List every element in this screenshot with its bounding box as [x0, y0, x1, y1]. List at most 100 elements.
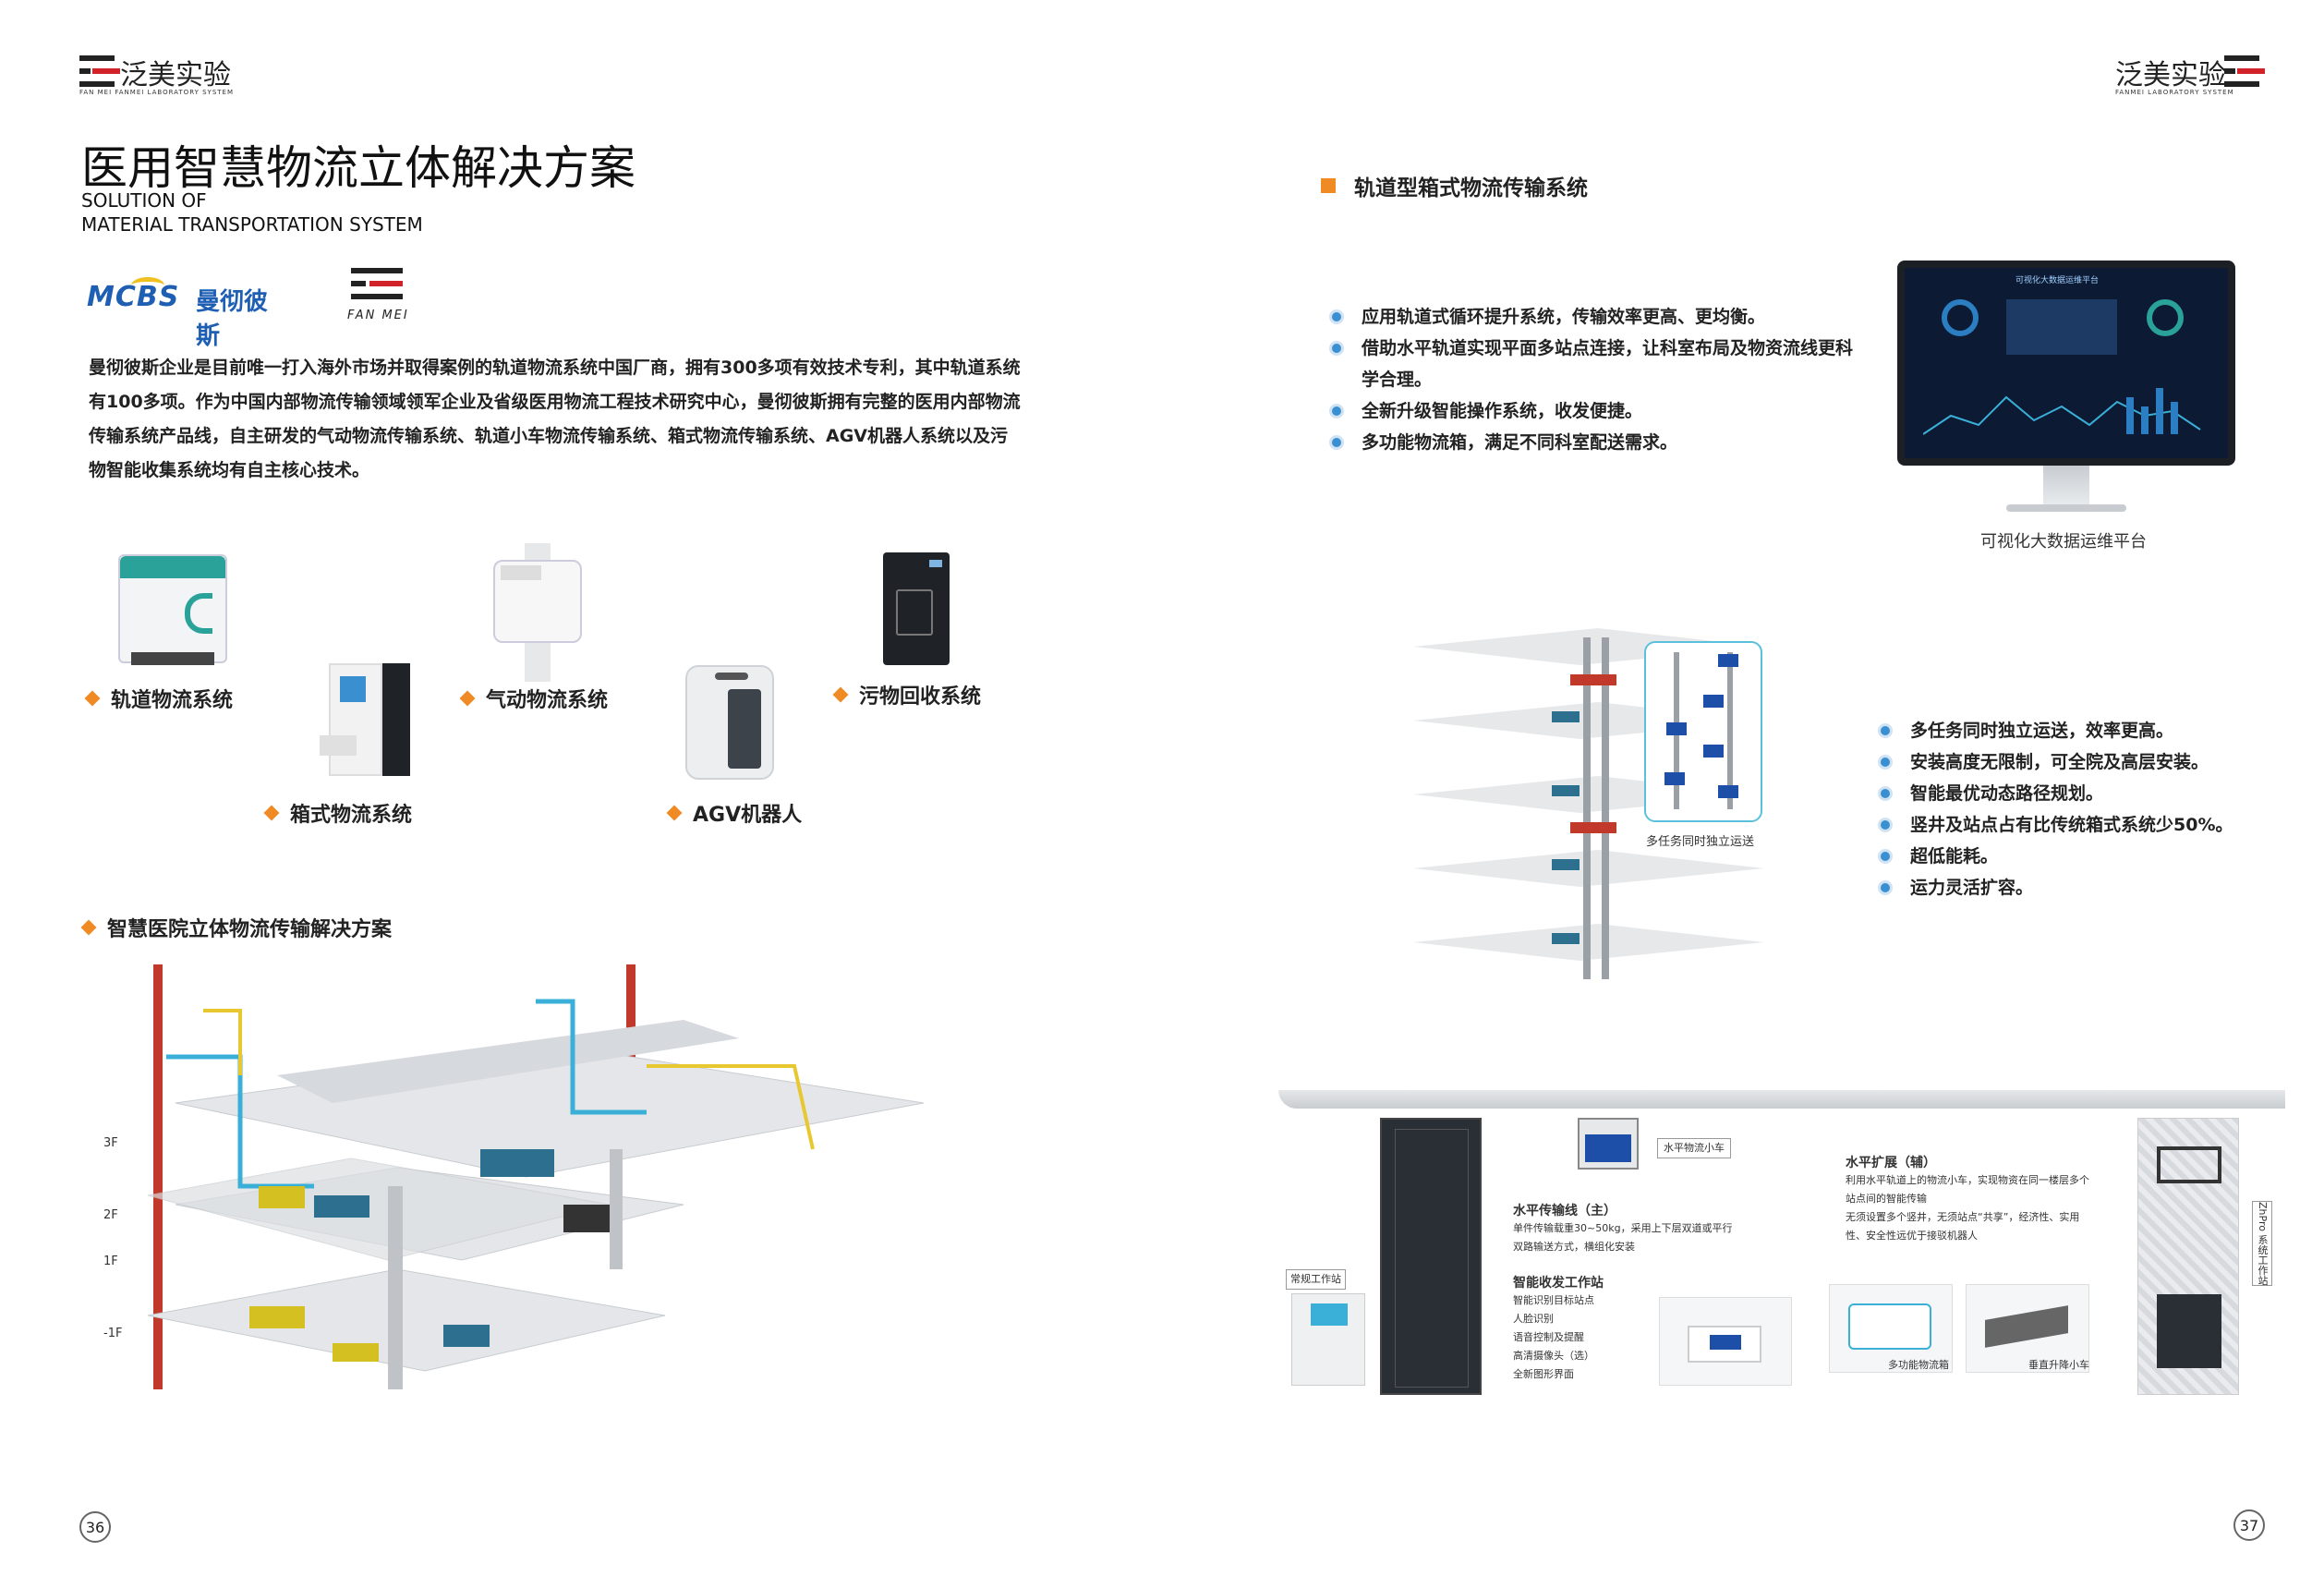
mcbs-logo-swoosh-icon [131, 277, 164, 294]
fanmei-logo-large: FAN MEI [345, 268, 410, 325]
diamond-icon [832, 686, 849, 703]
smart-station-block: 智能收发工作站 智能识别目标站点 人脸识别 语音控制及提醒 高清摄像头（选） 全… [1513, 1273, 1698, 1384]
lift-detail-svg [1664, 652, 1738, 809]
system-label-text: 气动物流系统 [486, 689, 609, 712]
floor-label-2f: 2F [103, 1208, 118, 1222]
left-brand: 泛美实验 FAN MEI FANMEI LABORATORY SYSTEM [79, 52, 283, 98]
diamond-icon [666, 805, 683, 821]
workstation-label: 常规工作站 [1286, 1269, 1346, 1290]
smart-station-item: 人脸识别 [1513, 1313, 1554, 1325]
lift-caption: 多任务同时独立运送 [1646, 835, 1755, 849]
system-label-box: 箱式物流系统 [263, 798, 413, 828]
system-label-text: 污物回收系统 [859, 685, 982, 709]
bullet-dot-icon [1332, 312, 1341, 321]
hospital-logistics-diagram: 3F 2F 1F -1F [92, 964, 925, 1482]
intro-line: 曼彻彼斯企业是目前唯一打入海外市场并取得案例的轨道物流系统中国厂商，拥有300多… [89, 358, 1021, 378]
section-title-text: 轨道型箱式物流传输系统 [1354, 176, 1588, 200]
bullet-dot-icon [1881, 883, 1890, 892]
diamond-icon [80, 919, 97, 936]
brand-name: 泛美实验 [120, 59, 231, 91]
horizontal-main-item: 单件传输载重30~50kg，采用上下层双道或平行 [1513, 1222, 1733, 1234]
feature-item: 多任务同时独立运送，效率更高。 [1881, 715, 2269, 746]
smart-station-item: 语音控制及提醒 [1513, 1331, 1584, 1343]
floor-label-3f: 3F [103, 1136, 118, 1150]
feature-item: 全新升级智能操作系统，收发便捷。 [1332, 395, 1886, 427]
intro-line: 传输系统产品线，自主研发的气动物流传输系统、轨道小车物流传输系统、箱式物流传输系… [89, 426, 1009, 446]
fanmei-logo-icon [79, 55, 135, 91]
smart-station-image [1659, 1297, 1792, 1386]
bullet-dot-icon [1881, 789, 1890, 798]
feature-item: 安装高度无限制，可全院及高层安装。 [1881, 746, 2269, 778]
feature-item: 超低能耗。 [1881, 841, 2269, 872]
side-label: ZhPro 系统工作站 [2252, 1201, 2272, 1287]
system-label-text: 轨道物流系统 [111, 689, 234, 712]
floor-label-1f: 1F [103, 1255, 118, 1268]
horizontal-main-title: 水平传输线（主） [1513, 1204, 1616, 1218]
bullet-dot-icon [1881, 758, 1890, 767]
horizontal-main-item: 双路输送方式，横组化安装 [1513, 1241, 1635, 1253]
fanmei-logo-icon [2224, 55, 2280, 91]
page-number-left: 36 [79, 1511, 111, 1543]
horizontal-ext-item: 性、安全性远优于接驳机器人 [1846, 1230, 1978, 1242]
horizontal-ext-item: 无须设置多个竖井，无须站点“共享”，经济性、实用 [1846, 1211, 2080, 1223]
box-system-diagram: 水平物流小车 水平传输线（主） 单件传输载重30~50kg，采用上下层双道或平行… [1278, 1090, 2285, 1400]
subtitle-line2: MATERIAL TRANSPORTATION SYSTEM [81, 213, 423, 236]
agv-robot-image [685, 665, 774, 780]
mcbs-logo: MCBS 曼彻彼斯 [87, 275, 290, 350]
system-label-rail: 轨道物流系统 [84, 684, 234, 713]
side-rack [2137, 1118, 2239, 1395]
rail-cart-image [118, 554, 227, 665]
monitor-image: 可视化大数据运维平台 [1897, 261, 2235, 519]
feature-item: 智能最优动态路径规划。 [1881, 778, 2269, 809]
feature-item: 竖井及站点占有比传统箱式系统少50%。 [1881, 809, 2269, 841]
lift-diagram [1413, 628, 1783, 998]
waste-recycle-image [883, 552, 950, 665]
floor-label-b1: -1F [103, 1327, 123, 1340]
smart-station-item: 高清摄像头（选） [1513, 1350, 1594, 1362]
horizontal-ext-title: 水平扩展（辅） [1846, 1156, 1936, 1170]
page-title: 医用智慧物流立体解决方案 [81, 141, 635, 195]
brand-english: FANMEI LABORATORY SYSTEM [2115, 89, 2234, 96]
monitor-chart-svg [1923, 388, 2201, 435]
system-label-text: AGV机器人 [693, 804, 803, 827]
feature-item: 应用轨道式循环提升系统，传输效率更高、更均衡。 [1332, 301, 1886, 333]
horizontal-ext-item: 利用水平轨道上的物流小车，实现物资在同一楼层多个 [1846, 1174, 2089, 1186]
diamond-icon [84, 690, 101, 707]
right-section-title: 轨道型箱式物流传输系统 [1321, 170, 1588, 201]
system-label-agv: AGV机器人 [666, 798, 803, 828]
hospital-diagram-svg [147, 964, 925, 1389]
solution-section-title: 智慧医院立体物流传输解决方案 [80, 913, 393, 942]
horizontal-cart-label: 水平物流小车 [1657, 1138, 1731, 1158]
system-label-waste: 污物回收系统 [832, 680, 982, 709]
bullet-dot-icon [1332, 406, 1341, 416]
system-label-text: 箱式物流系统 [290, 804, 413, 827]
solution-title-text: 智慧医院立体物流传输解决方案 [107, 918, 393, 941]
fanmei-logo-text: FAN MEI [347, 309, 409, 322]
monitor-dashboard-title: 可视化大数据运维平台 [2015, 276, 2100, 285]
feature-item: 多功能物流箱，满足不同科室配送需求。 [1332, 427, 1886, 458]
monitor-caption: 可视化大数据运维平台 [1980, 532, 2147, 552]
system-label-pneumatic: 气动物流系统 [459, 684, 609, 713]
feature-item-continued: 学合理。 [1362, 370, 1433, 390]
box-image [1829, 1284, 1953, 1373]
smart-station-title: 智能收发工作站 [1513, 1276, 1604, 1291]
pneumatic-station-image [493, 543, 582, 682]
square-bullet-icon [1321, 178, 1336, 193]
monitor-screen: 可视化大数据运维平台 [1897, 261, 2235, 466]
intro-line: 有100多项。作为中国内部物流传输领域领军企业及省级医用物流工程技术研究中心，曼… [89, 392, 1021, 412]
bullet-dot-icon [1881, 852, 1890, 861]
lift-cart-label: 垂直升降小车 [2028, 1359, 2089, 1371]
box-station-image [320, 663, 414, 776]
ceiling-track [1278, 1090, 2285, 1109]
brand-english: FAN MEI FANMEI LABORATORY SYSTEM [79, 89, 235, 96]
right-brand: 泛美实验 FANMEI LABORATORY SYSTEM [2115, 52, 2265, 98]
intro-paragraph: 曼彻彼斯企业是目前唯一打入海外市场并取得案例的轨道物流系统中国厂商，拥有300多… [89, 351, 1031, 488]
brand-name: 泛美实验 [2115, 59, 2226, 91]
feature-list-2: 多任务同时独立运送，效率更高。 安装高度无限制，可全院及高层安装。 智能最优动态… [1881, 715, 2269, 903]
bullet-dot-icon [1332, 344, 1341, 353]
bullet-dot-icon [1881, 820, 1890, 830]
feature-item: 借助水平轨道实现平面多站点连接，让科室布局及物资流线更科 [1332, 333, 1886, 364]
box-label: 多功能物流箱 [1888, 1359, 1949, 1371]
bullet-dot-icon [1332, 438, 1341, 447]
horizontal-ext-item: 站点间的智能传输 [1846, 1193, 1927, 1205]
